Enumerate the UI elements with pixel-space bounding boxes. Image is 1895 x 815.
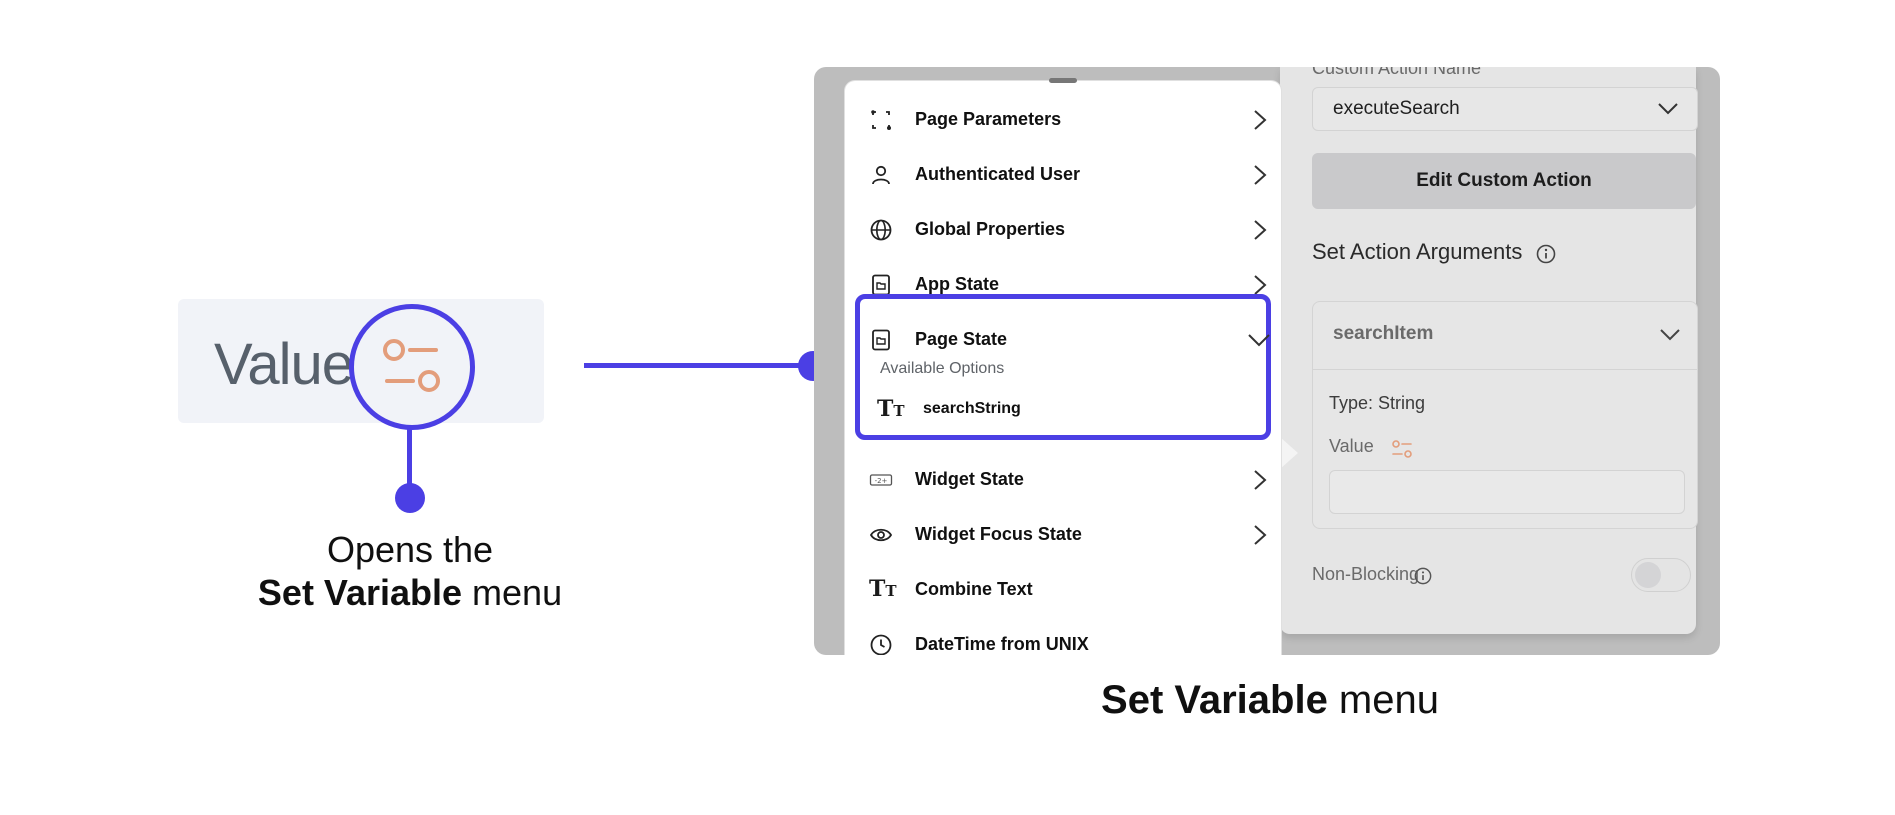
- chevron-right-icon: [1254, 470, 1267, 490]
- drag-handle[interactable]: [1049, 78, 1077, 83]
- widget-state-icon: -2+: [869, 474, 893, 486]
- chevron-right-icon: [1254, 110, 1267, 130]
- menu-item-datetime-from-unix[interactable]: DateTime from UNIX: [845, 620, 1281, 655]
- menu-item-page-state[interactable]: Page State: [845, 315, 1281, 365]
- menu-item-combine-text[interactable]: TT Combine Text: [845, 565, 1281, 615]
- argument-name: searchItem: [1333, 323, 1434, 344]
- chevron-right-icon: [1254, 165, 1267, 185]
- argument-value-input[interactable]: [1329, 470, 1685, 514]
- screenshot-panel: Custom Action Name executeSearch Edit Cu…: [814, 67, 1720, 655]
- custom-action-dropdown[interactable]: executeSearch: [1312, 87, 1698, 131]
- popover-pointer: [1280, 437, 1298, 469]
- available-options-label: Available Options: [880, 360, 1005, 377]
- menu-item-label: Global Properties: [915, 219, 1066, 239]
- menu-item-label: Widget State: [915, 469, 1024, 489]
- clock-icon: [870, 634, 892, 655]
- set-action-arguments-title: Set Action Arguments: [1312, 239, 1523, 264]
- set-variable-trigger-icon[interactable]: [349, 304, 475, 430]
- menu-item-label: DateTime from UNIX: [915, 634, 1089, 654]
- menu-item-label: Combine Text: [915, 579, 1033, 599]
- argument-value-label: Value: [1329, 436, 1374, 456]
- menu-item-label: App State: [915, 274, 1000, 294]
- chevron-right-icon: [1254, 275, 1267, 295]
- menu-item-global-properties[interactable]: Global Properties: [845, 205, 1281, 255]
- bottom-caption-bold: Set Variable: [1101, 678, 1328, 722]
- callout-connector-vertical: [407, 426, 412, 494]
- option-search-string[interactable]: TT searchString: [875, 394, 1255, 426]
- callout-caption-bold: Set Variable: [257, 572, 463, 613]
- callout-caption: Opens the Set Variable menu: [230, 528, 590, 614]
- text-icon: TT: [869, 576, 897, 602]
- set-variable-menu: Page Parameters Authenticated User Gl: [845, 78, 1281, 655]
- callout-caption-line1: Opens the: [326, 529, 494, 570]
- option-label: searchString: [923, 400, 1021, 417]
- chevron-right-icon: [1254, 220, 1267, 240]
- menu-item-widget-focus-state[interactable]: Widget Focus State: [845, 510, 1281, 560]
- eye-icon: [869, 528, 893, 542]
- callout-caption-rest: menu: [462, 572, 563, 613]
- toggle-knob: [1635, 562, 1661, 588]
- non-blocking-label: Non-Blocking: [1312, 564, 1420, 584]
- edit-custom-action-button[interactable]: Edit Custom Action: [1312, 153, 1696, 209]
- user-icon: [872, 165, 890, 185]
- menu-item-authenticated-user[interactable]: Authenticated User: [845, 150, 1281, 200]
- menu-item-label: Widget Focus State: [915, 524, 1082, 544]
- zoom-value-label: Value: [214, 332, 354, 397]
- globe-icon: [870, 219, 892, 241]
- chevron-down-icon: [1660, 329, 1680, 341]
- argument-card: searchItem Type: String Value: [1312, 301, 1698, 529]
- page-state-icon: [872, 329, 890, 351]
- menu-item-label: Page State: [915, 329, 1008, 349]
- bottom-caption: Set Variable menu: [1030, 676, 1510, 724]
- text-icon: TT: [877, 396, 905, 422]
- non-blocking-toggle[interactable]: [1631, 558, 1691, 592]
- variable-settings-icon: [383, 339, 440, 392]
- variable-settings-icon[interactable]: [1391, 439, 1413, 459]
- info-icon[interactable]: [1414, 567, 1432, 585]
- custom-action-name-label: Custom Action Name: [1312, 67, 1482, 78]
- argument-type: Type: String: [1329, 393, 1426, 413]
- info-icon[interactable]: [1536, 244, 1556, 264]
- menu-item-label: Authenticated User: [915, 164, 1081, 184]
- menu-item-widget-state[interactable]: -2+ Widget State: [845, 455, 1281, 505]
- svg-text:-2+: -2+: [875, 477, 888, 485]
- chevron-down-icon: [1658, 103, 1678, 115]
- menu-item-page-parameters[interactable]: Page Parameters: [845, 95, 1281, 145]
- callout-connector-dot: [395, 483, 425, 513]
- custom-action-value: executeSearch: [1333, 98, 1460, 119]
- page-parameters-icon: [871, 110, 891, 130]
- menu-item-app-state[interactable]: App State: [845, 260, 1281, 310]
- menu-item-label: Page Parameters: [915, 109, 1062, 129]
- chevron-down-icon: [1248, 334, 1270, 347]
- menu-connector-horizontal: [584, 363, 814, 368]
- bottom-caption-rest: menu: [1327, 678, 1439, 722]
- chevron-right-icon: [1254, 525, 1267, 545]
- action-settings-pane: Custom Action Name executeSearch Edit Cu…: [1280, 67, 1698, 634]
- page-state-highlight: [855, 294, 1271, 440]
- argument-card-header[interactable]: searchItem: [1313, 302, 1697, 370]
